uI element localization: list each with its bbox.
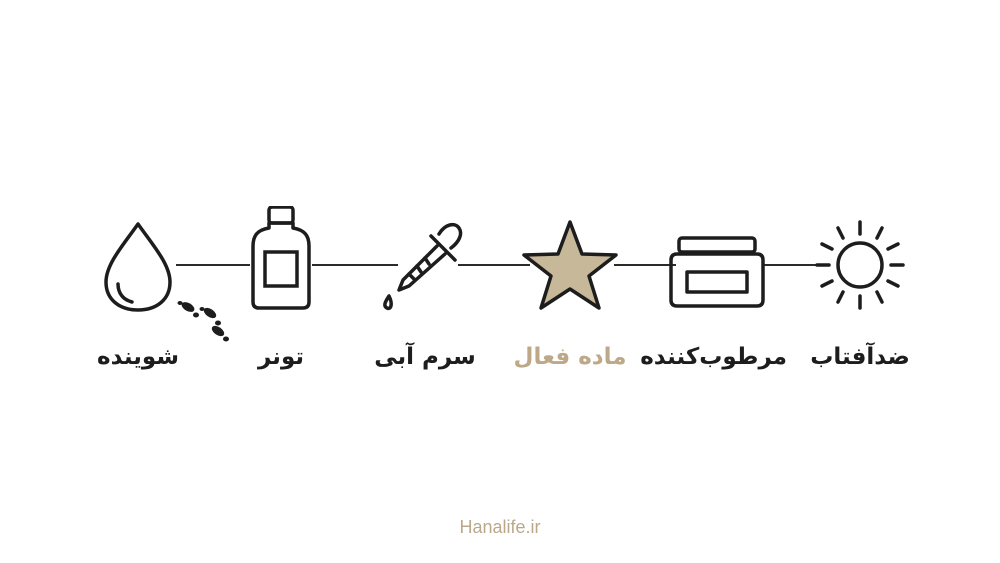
footer-site-name: Hanalife.ir [459, 517, 541, 537]
step-label: ضدآفتاب [810, 344, 910, 370]
step-cleanser: شوینده [68, 222, 208, 372]
footprints-icon [177, 301, 229, 342]
step-label: شوینده [97, 344, 179, 370]
cream-jar-icon [669, 236, 765, 308]
connector-line [176, 264, 250, 266]
connector-line [312, 264, 398, 266]
step-toner: تونر [211, 206, 351, 372]
step-serum: سرم آبی [355, 214, 495, 372]
connector-line [614, 264, 676, 266]
connector-line [458, 264, 530, 266]
step-label: سرم آبی [374, 344, 476, 370]
bottle-icon [251, 206, 311, 310]
step-label: ماده فعال [513, 344, 627, 370]
water-drop-icon [104, 222, 172, 312]
star-icon [522, 220, 618, 310]
dropper-icon [383, 222, 463, 311]
connector-line [764, 264, 816, 266]
step-moisturizer: مرطوب‌کننده [640, 234, 787, 372]
step-active-ingredient: ماده فعال [500, 220, 640, 372]
sun-icon [815, 220, 905, 310]
step-sunscreen: ضدآفتاب [790, 220, 930, 372]
step-label: تونر [258, 344, 304, 370]
step-label: مرطوب‌کننده [640, 344, 787, 370]
